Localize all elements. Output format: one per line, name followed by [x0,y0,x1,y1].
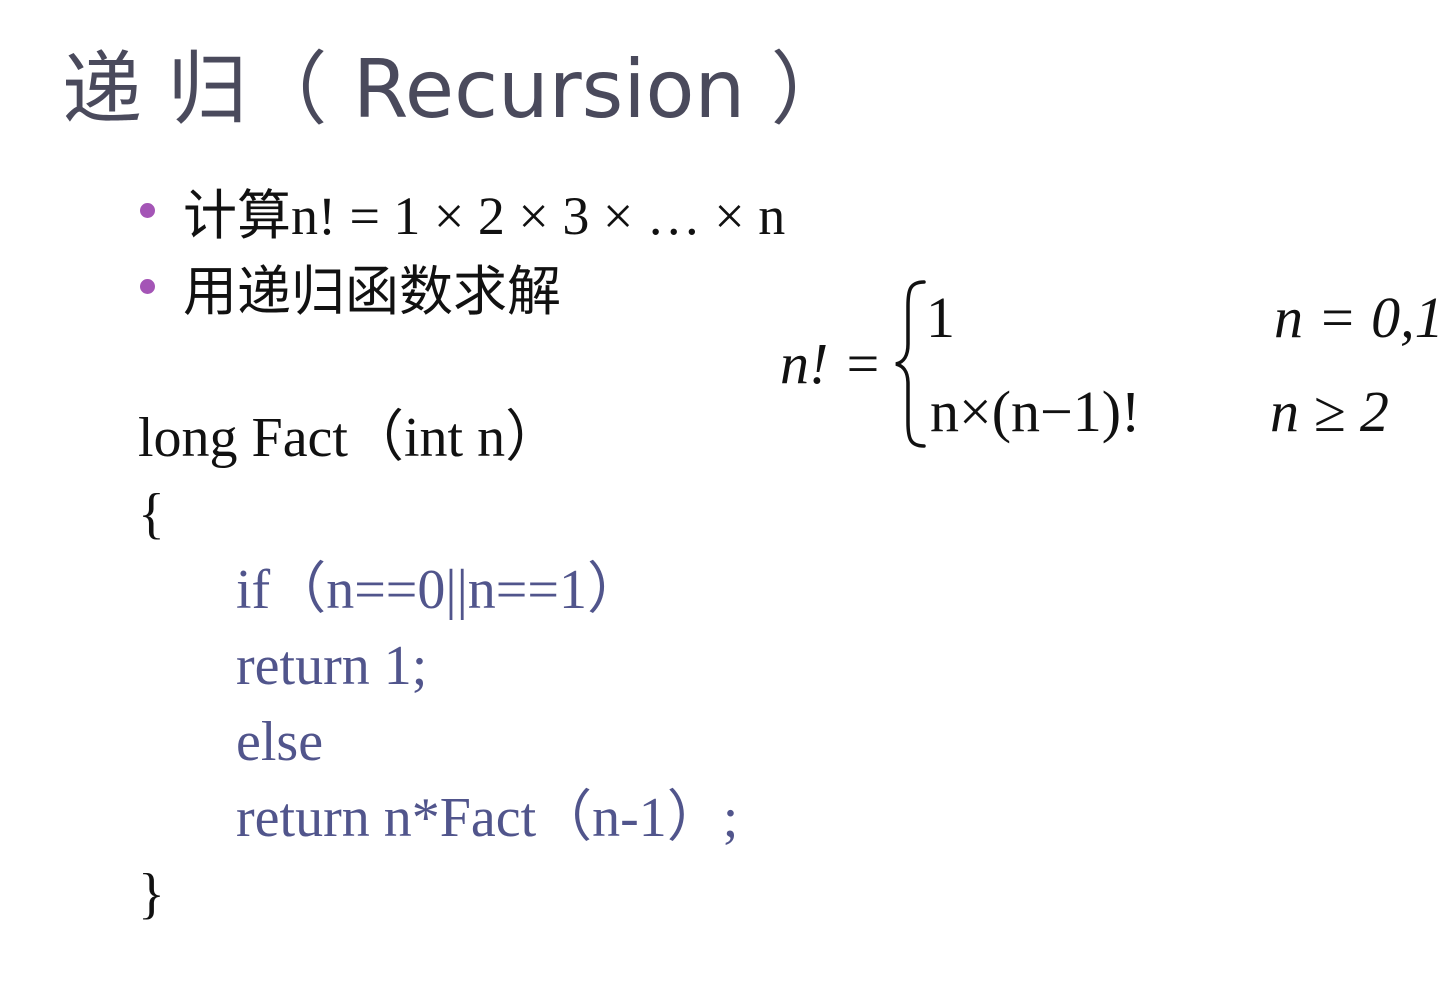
bullet-text: 用递归函数求解 [183,261,561,322]
bullet-text: 计算n! = 1 × 2 × 3 × … × n [183,185,786,246]
code-open-brace: { [138,483,165,545]
bullet-dot-icon [140,278,155,294]
code-body-line: return n*Fact（n-1）; [236,787,739,849]
code-close-brace: } [138,863,165,925]
code-signature: long Fact（int n） [138,407,562,469]
bullet-dot-icon [140,202,155,218]
slide-title: 递 归（ Recursion ） [62,43,851,136]
formula-lhs: n! = [780,331,882,396]
factorial-formula: n! = 1 n = 0,1 n×(n−1)! n ≥ 2 [780,278,1450,458]
case1-condition: n = 0,1 [1274,285,1444,350]
code-block: long Fact（int n） { if（n==0||n==1） return… [138,400,738,932]
bullet-item-recursive: 用递归函数求解 [140,248,785,324]
code-body-line: if（n==0||n==1） [236,559,643,621]
case1-value: 1 [926,285,955,350]
left-brace-icon [895,280,926,448]
code-body-line: else [236,711,324,773]
code-body-line: return 1; [236,635,428,697]
case2-condition: n ≥ 2 [1270,379,1389,444]
case2-value: n×(n−1)! [930,379,1141,444]
bullet-list: 计算n! = 1 × 2 × 3 × … × n 用递归函数求解 [140,172,785,324]
bullet-item-factorial: 计算n! = 1 × 2 × 3 × … × n [140,172,785,248]
